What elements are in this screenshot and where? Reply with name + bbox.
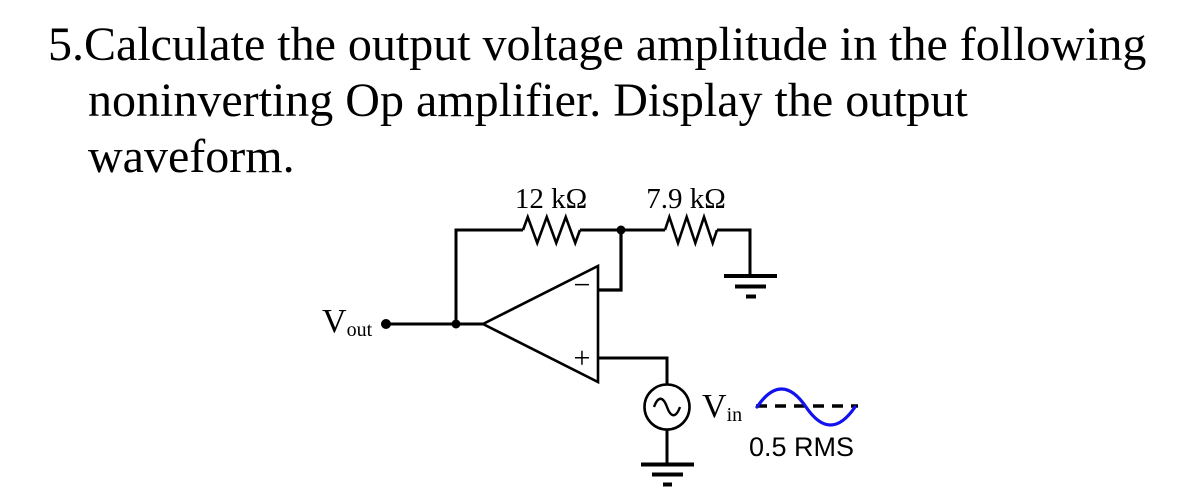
problem-statement: 5.Calculate the output voltage amplitude… xyxy=(48,17,1173,185)
vin-label: Vin xyxy=(702,390,742,428)
noninverting-input-sign: + xyxy=(574,342,591,375)
waveform-rms-label: 0.5 RMS xyxy=(749,432,855,462)
problem-text-line-2: noninverting Op amplifier. Display the o… xyxy=(88,74,968,127)
vin-label-main: V xyxy=(702,388,727,425)
vout-label-subscript: out xyxy=(346,318,373,341)
problem-text-line-3: waveform. xyxy=(88,130,295,183)
feedback-resistor-symbol xyxy=(521,213,582,247)
inverting-input-sign: − xyxy=(574,269,591,302)
inverting-input-wire xyxy=(599,230,623,292)
ac-source-sine-icon xyxy=(652,397,682,417)
feedback-wire xyxy=(454,228,523,324)
ground-resistor-symbol xyxy=(663,212,719,248)
problem-text-line-1: 5.Calculate the output voltage amplitude… xyxy=(48,18,1147,71)
vout-label-main: V xyxy=(322,303,347,340)
ground-icon xyxy=(724,274,777,299)
feedback-resistor-label: 12 kΩ xyxy=(514,183,588,215)
vout-label: Vout xyxy=(322,305,372,343)
ground-resistor-wire xyxy=(717,228,752,276)
ground-resistor-label: 7.9 kΩ xyxy=(646,183,726,215)
junction-dot xyxy=(451,319,461,329)
opamp-triangle xyxy=(480,263,600,385)
noninverting-input-wire xyxy=(598,356,669,385)
output-terminal-dot xyxy=(381,319,391,329)
ground-icon xyxy=(641,462,694,487)
vin-label-subscript: in xyxy=(726,403,743,426)
input-waveform-icon xyxy=(755,387,857,427)
junction-dot xyxy=(616,225,626,235)
